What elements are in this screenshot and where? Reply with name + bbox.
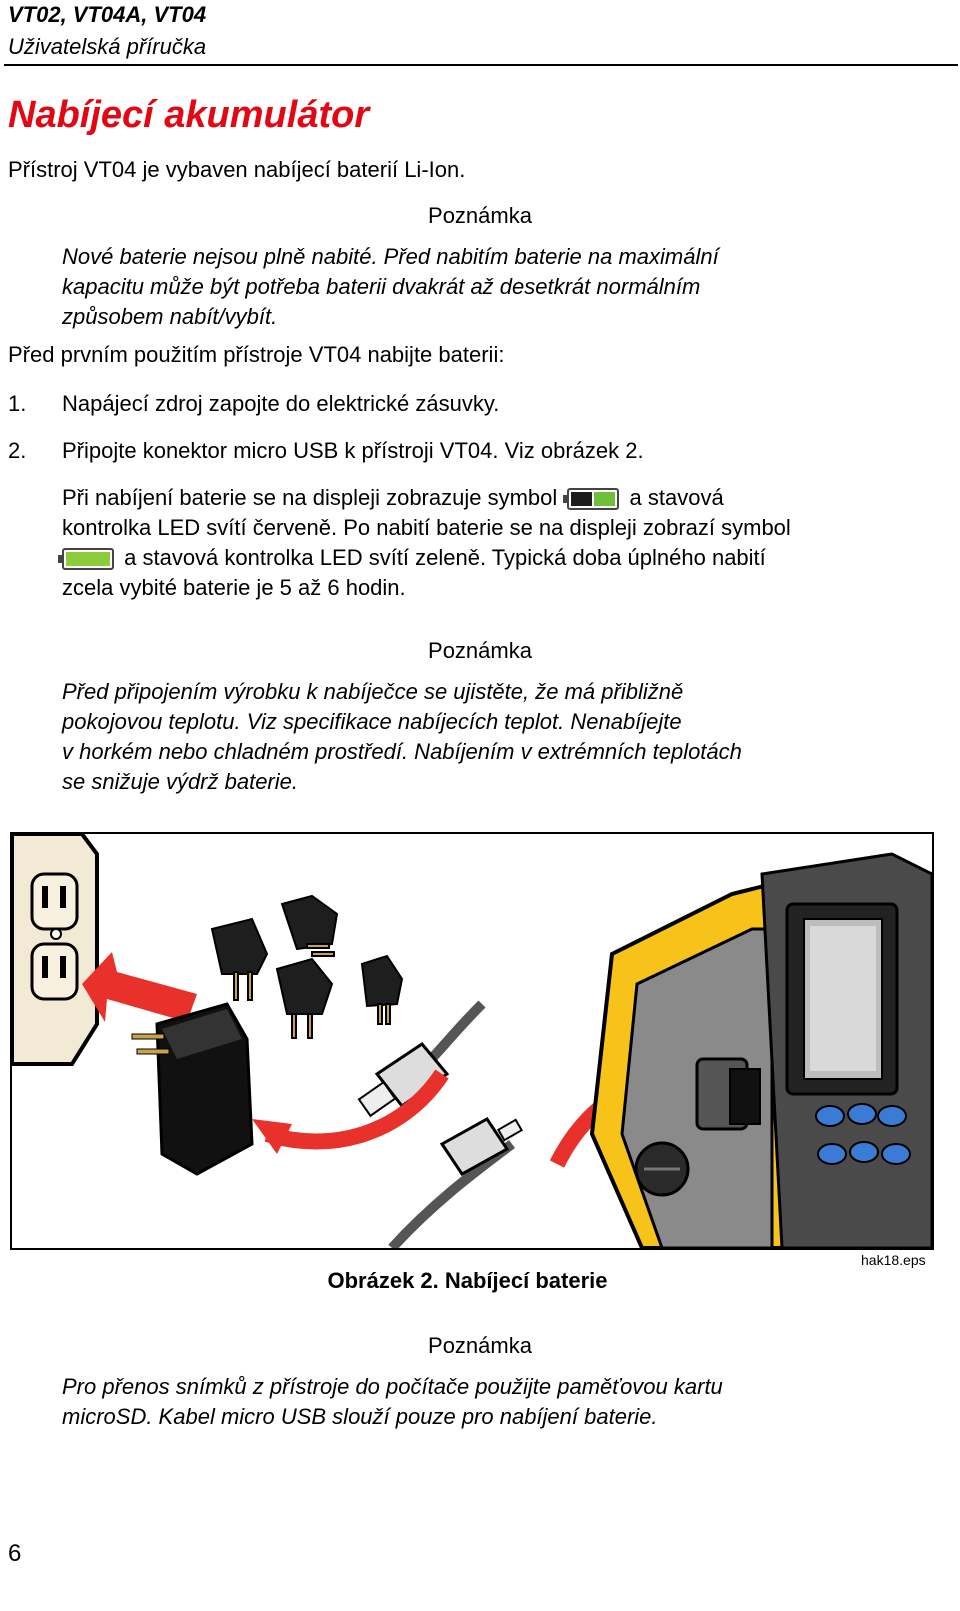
intro-paragraph: Přístroj VT04 je vybaven nabíjecí bateri… xyxy=(8,157,466,182)
power-adapter-icon xyxy=(131,1002,254,1176)
charging-text: a stavová kontrolka LED svítí zeleně. Ty… xyxy=(124,545,766,570)
wall-outlet-icon xyxy=(12,834,99,1066)
thermal-imager-device-icon xyxy=(589,852,932,1248)
step-text: Napájecí zdroj zapojte do elektrické zás… xyxy=(62,391,500,416)
note-text-line: microSD. Kabel micro USB slouží pouze pr… xyxy=(62,1404,658,1429)
figure-charging-illustration xyxy=(10,832,934,1250)
note-text-line: Před připojením výrobku k nabíječce se u… xyxy=(62,679,684,704)
charging-paragraph-line: zcela vybité baterie je 5 až 6 hodin. xyxy=(62,575,406,600)
section-title: Nabíjecí akumulátor xyxy=(8,94,370,136)
step-number: 1. xyxy=(8,391,27,416)
charging-paragraph-line: kontrolka LED svítí červeně. Po nabití b… xyxy=(62,515,791,540)
step-text: Připojte konektor micro USB k přístroji … xyxy=(62,438,644,463)
note-heading: Poznámka xyxy=(428,203,532,228)
charging-paragraph-line: Při nabíjení baterie se na displeji zobr… xyxy=(62,483,724,513)
figure-file-id: hak18.eps xyxy=(861,1252,926,1268)
charging-text: Při nabíjení baterie se na displeji zobr… xyxy=(62,485,558,510)
note-text-line: pokojovou teplotu. Viz specifikace nabíj… xyxy=(62,709,682,734)
before-first-use-text: Před prvním použitím přístroje VT04 nabi… xyxy=(8,342,505,367)
charging-text: a stavová xyxy=(629,485,724,510)
page-number: 6 xyxy=(8,1540,22,1567)
note-heading: Poznámka xyxy=(428,638,532,663)
plug-adapter-icon xyxy=(210,894,404,1039)
note-text-line: Nové baterie nejsou plně nabité. Před na… xyxy=(62,244,719,269)
note-text-line: Pro přenos snímků z přístroje do počítač… xyxy=(62,1374,723,1399)
note-text-line: v horkém nebo chladném prostředí. Nabíje… xyxy=(62,739,742,764)
battery-full-icon xyxy=(58,548,114,571)
note-text-line: se snižuje výdrž baterie. xyxy=(62,769,298,794)
running-header-manual: Uživatelská příručka xyxy=(8,34,207,59)
running-header-model: VT02, VT04A, VT04 xyxy=(8,2,207,27)
usb-cable-icon xyxy=(357,1000,524,1248)
figure-caption: Obrázek 2. Nabíjecí baterie xyxy=(327,1268,608,1293)
note-text-line: kapacitu může být potřeba baterii dvakrá… xyxy=(62,274,701,299)
header-rule xyxy=(4,64,958,66)
battery-charging-icon xyxy=(563,488,620,511)
note-heading: Poznámka xyxy=(428,1333,532,1358)
step-number: 2. xyxy=(8,438,27,463)
red-arrow-icon xyxy=(82,952,197,1022)
charging-paragraph-line: a stavová kontrolka LED svítí zeleně. Ty… xyxy=(58,543,766,573)
note-text-line: způsobem nabít/vybít. xyxy=(62,304,278,329)
